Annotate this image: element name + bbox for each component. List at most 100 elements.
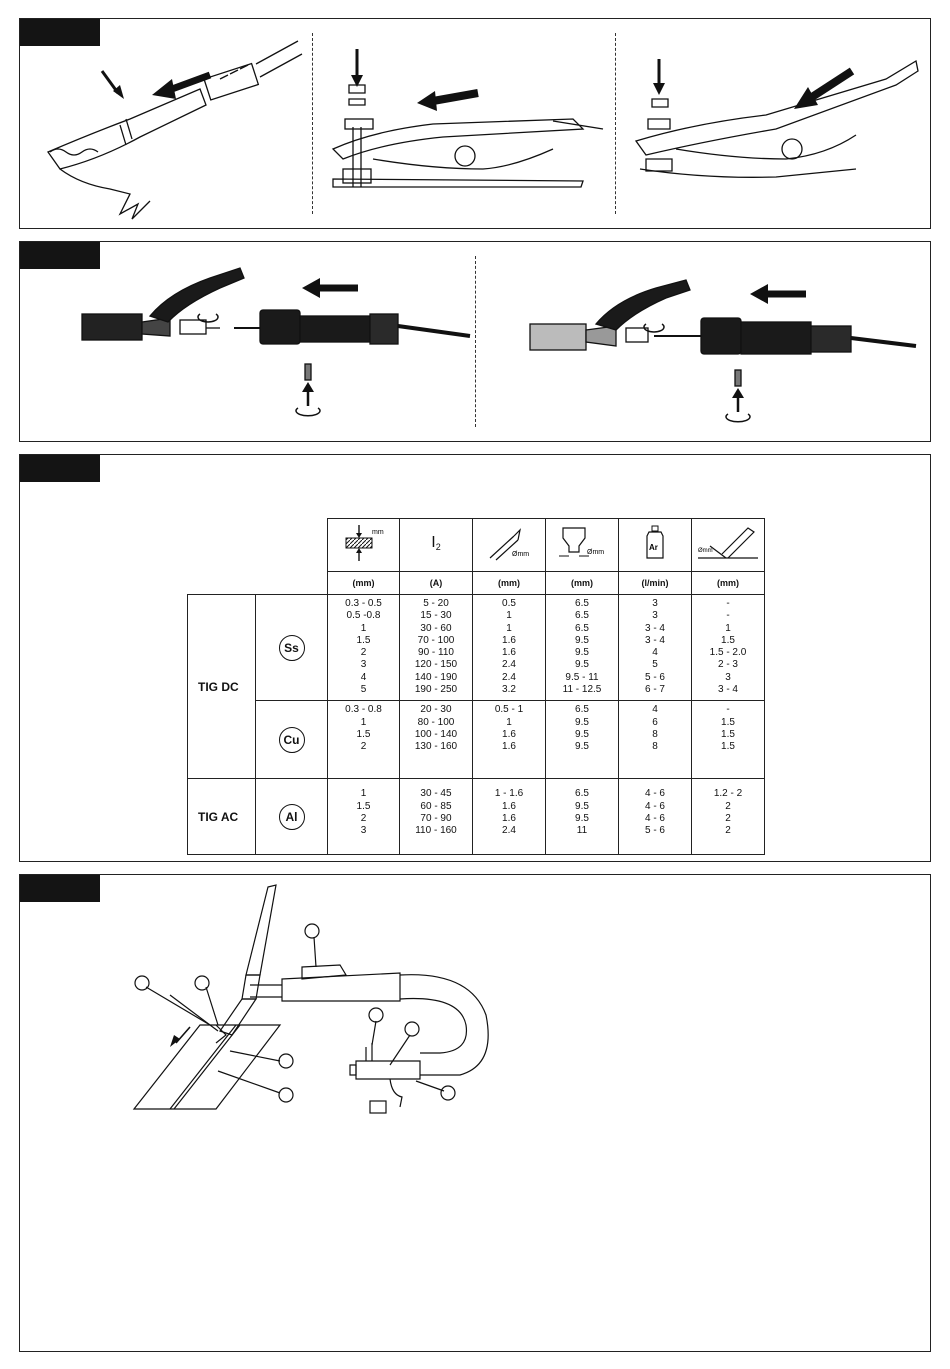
table-cell-value: 1.5 - 2.0 (709, 647, 747, 659)
table-cell-value: 3 (360, 825, 367, 837)
argon-flow-icon: Ar (618, 518, 692, 572)
section-tag (20, 242, 100, 269)
table-cell-value: 9.5 (575, 647, 589, 659)
material-symbol: Ss (278, 634, 305, 661)
svg-text:Ar: Ar (649, 543, 658, 552)
table-cell-value: 9.5 (575, 716, 589, 728)
table-cell-value: 30 - 60 (420, 622, 452, 634)
unit-row: (mm) (A) (mm) (mm) (l/min) (mm) (188, 571, 765, 595)
table-cell-value: 8 (652, 741, 658, 753)
process-label: TIG AC (187, 778, 256, 856)
table-cell-value: 1.5 (721, 716, 735, 728)
table-cell-value: 110 - 160 (415, 825, 457, 837)
table-cell-value: - (726, 704, 730, 716)
svg-text:mm: mm (372, 529, 384, 536)
table-cell-value: 1 (506, 716, 512, 728)
table-cell-value: 140 - 190 (414, 671, 458, 683)
table-cell-value: 70 - 100 (417, 634, 455, 646)
table-cell-value: 2 (360, 812, 367, 824)
table-cell-value: 2.4 (502, 671, 516, 683)
table-cell-value: 1.5 (721, 634, 735, 646)
table-cell-value: 2 - 3 (717, 659, 738, 671)
table-cell-value: 2 (725, 800, 731, 812)
svg-text:Ømm: Ømm (512, 551, 529, 558)
section-tag (20, 875, 100, 902)
table-cell-value: 3 (652, 610, 658, 622)
divider (475, 256, 476, 427)
table-cell-value: 2 (725, 812, 731, 824)
table-cell-value: 9.5 (575, 659, 589, 671)
divider (615, 33, 616, 214)
figure-panel-earth-clamp (19, 18, 931, 229)
table-cell-value: 4 (652, 647, 658, 659)
table-cell-value: 130 - 160 (414, 741, 458, 753)
table-cell-value: 6.5 (575, 704, 589, 716)
table-cell-value: 3 - 4 (717, 684, 738, 696)
table-cell-value: 6 (652, 716, 658, 728)
table-cell-value: 5 - 6 (644, 671, 665, 683)
table-cell-value: 2 (725, 825, 731, 837)
unit-cell: (A) (399, 571, 473, 595)
table-cell-value: 1.6 (502, 812, 516, 824)
table-cell-value: 100 - 140 (414, 728, 458, 740)
welding-parameters-table: mm I2 Ømm Ømm Ar (187, 518, 765, 856)
table-cell-value: - (726, 610, 730, 622)
unit-cell: (mm) (545, 571, 619, 595)
electrode-holder-variant-figure (529, 279, 917, 423)
table-cell-value: 11 - 12.5 (562, 684, 602, 696)
filler-rod-icon: Ømm (691, 518, 765, 572)
table-cell-value: 1.5 (356, 800, 371, 812)
table-cell-value: 6.5 (575, 622, 589, 634)
table-cell-value: 2 (360, 741, 367, 753)
table-cell-value: 5 (360, 684, 367, 696)
nozzle-diameter-icon: Ømm (545, 518, 619, 572)
table-cell-value: 0.5 - 1 (494, 704, 524, 716)
electrode-holder-figure (81, 267, 471, 417)
table-cell-value: 9.5 (575, 741, 589, 753)
table-cell-value: 3 (360, 659, 367, 671)
table-cell-value: 6.5 (575, 598, 589, 609)
table-cell-value: 90 - 110 (418, 647, 454, 659)
earth-clamp-bolt-variant-figure (634, 59, 919, 178)
table-cell-value: 80 - 100 (417, 716, 455, 728)
figure-panel-electrode-holder (19, 241, 931, 442)
table-cell-value: 1.6 (502, 634, 516, 646)
table-cell-value: 70 - 90 (420, 812, 452, 824)
table-cell-value: 1.5 (721, 728, 735, 740)
table-cell-value: 1.6 (502, 728, 516, 740)
divider (312, 33, 313, 214)
table-cell-value: 3 (725, 671, 731, 683)
table-cell-value: 1 - 1.6 (494, 788, 524, 800)
table-cell-value: 1.5 (721, 741, 735, 753)
table-cell-value: 1 (360, 622, 367, 634)
tig-torch-figure (132, 884, 489, 1114)
table-cell-value: 1 (360, 716, 367, 728)
table-cell-value: 2.4 (502, 659, 516, 671)
table-cell-value: 60 - 85 (420, 800, 452, 812)
table-cell-value: 4 (360, 671, 367, 683)
earth-clamp-cable-figure (47, 40, 303, 220)
table-cell-value: 1 (360, 788, 367, 800)
material-symbol: Al (278, 803, 305, 830)
table-cell-value: 20 - 30 (420, 704, 452, 716)
table-cell-value: 15 - 30 (420, 610, 452, 622)
table-cell-value: 5 - 20 (423, 598, 449, 609)
table-cell-value: 6 - 7 (644, 684, 665, 696)
table-cell-value: 4 - 6 (644, 788, 665, 800)
icon-header-row: mm I2 Ømm Ømm Ar (188, 518, 765, 572)
table-cell-value: 5 - 6 (644, 825, 665, 837)
table-cell-value: 4 (652, 704, 658, 716)
